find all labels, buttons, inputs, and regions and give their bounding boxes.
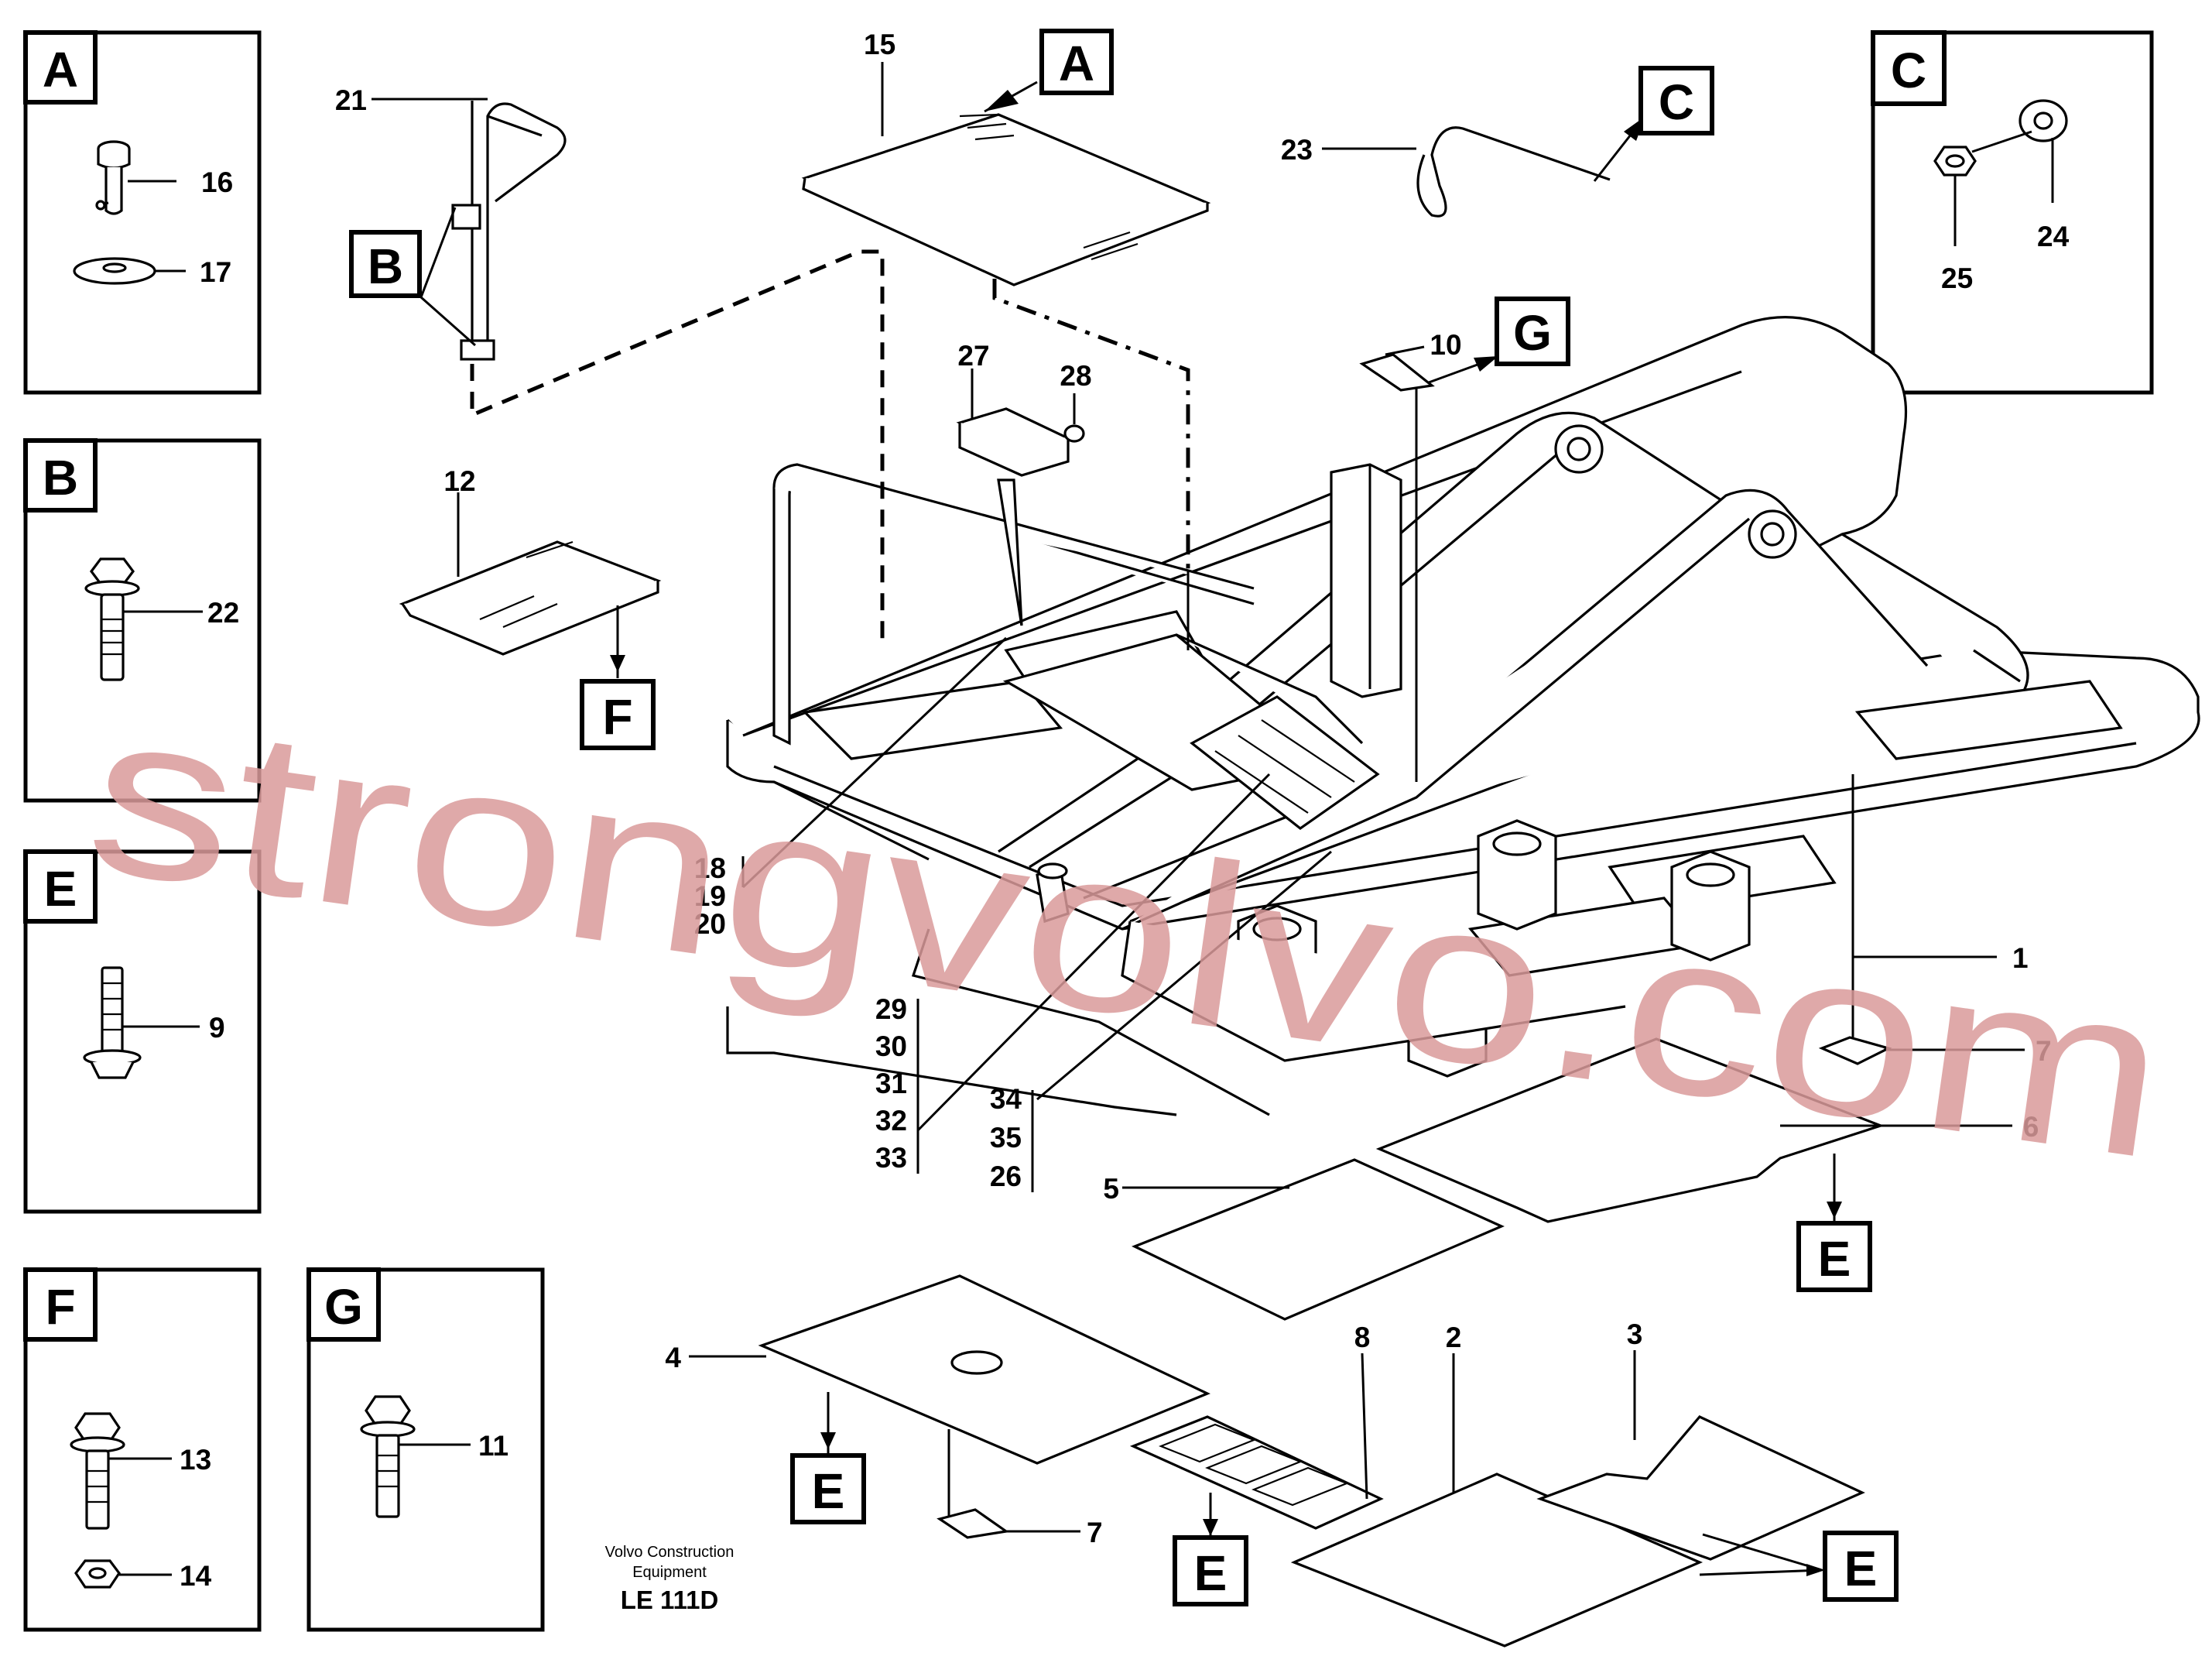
callout-30: 30 xyxy=(875,1030,907,1062)
callout-1: 1 xyxy=(2012,942,2029,974)
caption-line-1: Volvo Construction xyxy=(605,1544,734,1561)
callout-18: 18 xyxy=(694,852,726,884)
panel-g-letter: G xyxy=(324,1279,363,1335)
dashed-guide-ladder xyxy=(470,249,885,647)
reference-letter-b: B xyxy=(349,207,476,347)
reference-letter-e4: E xyxy=(1699,1531,1899,1602)
panel-e-letter: E xyxy=(44,861,77,917)
callout-10: 10 xyxy=(1430,329,1461,361)
ref-letter-b: B xyxy=(368,238,403,294)
callout-34: 34 xyxy=(990,1083,1022,1115)
callout-24: 24 xyxy=(2037,221,2070,252)
publisher-caption: Volvo Construction Equipment LE 111D xyxy=(605,1544,734,1614)
ref-letter-f: F xyxy=(602,689,632,745)
panel-c-letter: C xyxy=(1891,43,1926,98)
callout-15: 15 xyxy=(864,29,895,60)
detail-panel-c: C 25 24 xyxy=(1871,30,2154,395)
callout-16: 16 xyxy=(201,166,233,198)
callout-2: 2 xyxy=(1446,1322,1462,1353)
callout-28: 28 xyxy=(1060,360,1091,392)
reference-letter-c: C xyxy=(1593,66,1714,182)
ref-letter-e4: E xyxy=(1844,1541,1878,1596)
callout-29: 29 xyxy=(875,993,907,1025)
callout-13: 13 xyxy=(180,1444,211,1476)
detail-panel-g: G 11 xyxy=(306,1267,545,1632)
callout-7b: 7 xyxy=(1087,1517,1103,1548)
callout-20: 20 xyxy=(694,908,726,940)
reference-letter-e2: E xyxy=(1173,1493,1248,1606)
reference-letter-e1: E xyxy=(790,1394,866,1524)
ref-letter-e1: E xyxy=(812,1463,845,1519)
caption-line-2: Equipment xyxy=(632,1564,707,1581)
callout-17: 17 xyxy=(200,256,231,288)
callout-22: 22 xyxy=(207,597,239,629)
callout-4: 4 xyxy=(665,1342,681,1373)
floor-plate-7a: 7 1 xyxy=(1818,774,2052,1067)
ref-letter-a: A xyxy=(1059,36,1094,91)
reference-letter-g: G xyxy=(1428,297,1570,384)
detail-panel-f: F 13 14 xyxy=(23,1267,262,1632)
callout-23: 23 xyxy=(1281,134,1313,166)
detail-panel-a: A 16 17 xyxy=(23,30,262,395)
upper-frame xyxy=(726,315,2200,1116)
ref-letter-e3: E xyxy=(1818,1231,1851,1287)
detail-panel-e: E 9 xyxy=(23,849,262,1214)
callout-35: 35 xyxy=(990,1122,1022,1154)
callout-12: 12 xyxy=(443,465,475,497)
ladder-21: 21 xyxy=(335,84,567,361)
callout-14: 14 xyxy=(180,1560,212,1592)
floor-plate-3: 3 xyxy=(1536,1318,1865,1561)
plate-10: 10 xyxy=(1359,329,1462,782)
block-27-28: 27 28 xyxy=(956,340,1092,477)
panel-b-letter: B xyxy=(43,450,78,506)
callout-8: 8 xyxy=(1354,1322,1371,1353)
callout-9: 9 xyxy=(209,1012,225,1044)
dashdot-guide-cover xyxy=(992,279,1190,569)
step-plate-12: 12 xyxy=(399,465,662,656)
reference-letter-e3: E xyxy=(1796,1154,1872,1292)
callout-32: 32 xyxy=(875,1105,907,1137)
callout-21: 21 xyxy=(335,84,367,116)
callout-11: 11 xyxy=(478,1430,508,1462)
rod-23: 23 xyxy=(1281,126,1611,218)
callout-group-29-33: 29 30 31 32 33 xyxy=(875,993,919,1174)
callout-26: 26 xyxy=(990,1161,1022,1192)
callout-group-18-20: 18 19 20 xyxy=(694,852,745,940)
callout-27: 27 xyxy=(957,340,989,372)
ref-letter-g: G xyxy=(1513,305,1552,361)
floor-plate-6: 6 xyxy=(1375,1037,2039,1223)
callout-3: 3 xyxy=(1627,1318,1643,1350)
reference-letter-f: F xyxy=(580,605,656,750)
floor-plate-2: 2 xyxy=(1290,1322,1704,1647)
panel-a-letter: A xyxy=(43,42,78,98)
callout-25: 25 xyxy=(1941,262,1973,294)
document-code: LE 111D xyxy=(621,1586,719,1614)
detail-panel-b: B 22 xyxy=(23,438,262,803)
callout-group-34-26: 34 35 26 xyxy=(990,1083,1034,1192)
ref-letter-c: C xyxy=(1659,74,1694,130)
callout-6: 6 xyxy=(2023,1111,2039,1143)
panel-f-letter: F xyxy=(45,1279,75,1335)
floor-plate-5: 5 xyxy=(1103,1158,1505,1321)
cover-plate-15: 15 xyxy=(801,29,1211,286)
floor-plate-4: 4 7 xyxy=(665,1274,1210,1548)
callout-7a: 7 xyxy=(2036,1035,2052,1067)
callout-19: 19 xyxy=(694,880,726,912)
reference-letter-a: A xyxy=(984,29,1114,113)
callout-31: 31 xyxy=(875,1068,907,1099)
callout-5: 5 xyxy=(1103,1173,1119,1205)
ref-letter-e2: E xyxy=(1194,1545,1228,1601)
callout-33: 33 xyxy=(875,1142,907,1174)
grille-8: 8 xyxy=(1129,1322,1384,1530)
